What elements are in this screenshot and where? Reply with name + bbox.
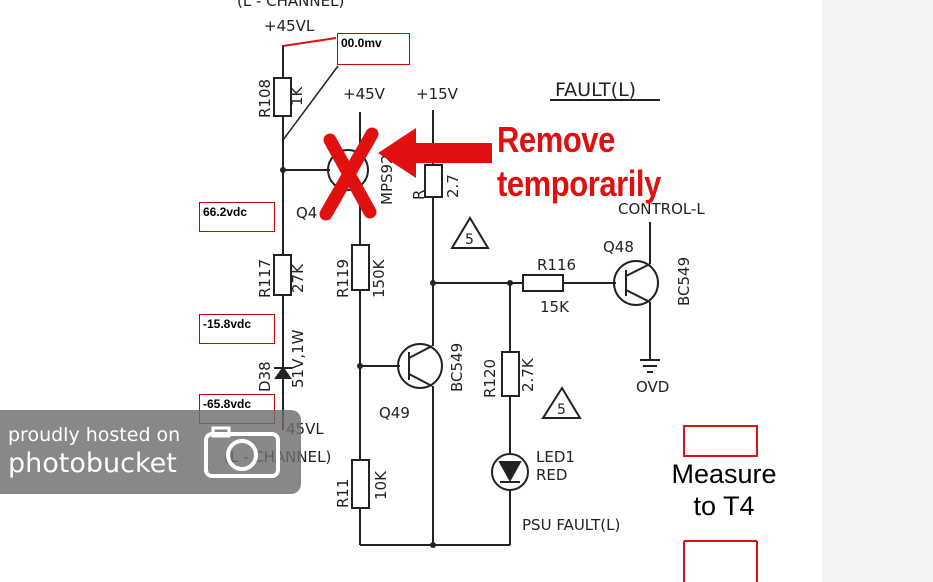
photobucket-watermark[interactable]: proudly hosted on photobucket	[0, 410, 301, 494]
right-margin	[822, 0, 933, 582]
measure-note: Measure to T4	[664, 458, 784, 522]
note-5-lower: 5	[557, 402, 566, 418]
r11x-label: R11	[334, 478, 352, 508]
r117-label: R117	[256, 259, 274, 298]
r11x-value: 10K	[372, 470, 390, 500]
top-channel-label: (L - CHANNEL)	[237, 0, 344, 10]
d38-value: 51V,1W	[289, 329, 307, 388]
q-top-label: Q4	[296, 204, 317, 222]
r119-value: 150K	[370, 258, 388, 298]
remove-line1: Remove	[497, 119, 615, 160]
supply-45v-label: +45V	[343, 85, 386, 103]
remove-x-mark	[319, 127, 379, 221]
supply-45vl-label: +45VL	[264, 17, 315, 35]
watermark-line1: proudly hosted on	[8, 424, 181, 446]
q48-label: Q48	[603, 238, 634, 256]
watermark-line2: photobucket	[8, 448, 177, 479]
remove-arrow	[378, 128, 492, 178]
q49-part-label: BC549	[448, 343, 466, 392]
fault-label: FAULT(L)	[555, 79, 636, 101]
r-top-label: R	[410, 190, 428, 200]
r120-label: R120	[481, 359, 499, 398]
q-top-part-label: MPS92	[378, 154, 396, 205]
q48-part-label: BC549	[675, 257, 693, 306]
voltage-zener-text: -15.8vdc	[203, 317, 252, 331]
voltage-top-text: 00.0mv	[341, 36, 382, 50]
led-color-label: RED	[536, 466, 567, 484]
led-label: LED1	[536, 448, 575, 466]
d38-label: D38	[256, 361, 274, 392]
voltage-q-text: 66.2vdc	[203, 205, 248, 219]
r108-value: 1K	[288, 85, 306, 106]
r120-value: 2.7K	[519, 357, 537, 392]
r108-label: R108	[256, 79, 274, 118]
voltage-box-top: 00.0mv	[337, 33, 410, 65]
supply-15v-label: +15V	[416, 85, 459, 103]
voltage-bottom-text: -65.8vdc	[203, 397, 252, 411]
voltage-box-zener: -15.8vdc	[199, 314, 275, 344]
r-top-value: 2.7	[444, 174, 462, 198]
psu-fault-label: PSU FAULT(L)	[522, 516, 620, 534]
control-label: CONTROL-L	[618, 200, 705, 218]
r117-value: 27K	[289, 263, 307, 293]
r119-label: R119	[334, 259, 352, 298]
voltage-box-q: 66.2vdc	[199, 202, 275, 232]
measure-line1: Measure	[671, 459, 777, 489]
r116-value: 15K	[540, 298, 570, 316]
measure-box-top	[683, 425, 758, 457]
camera-icon	[204, 426, 280, 478]
remove-line2: temporarily	[497, 163, 661, 204]
ovd-label: OVD	[636, 378, 669, 396]
r116-label: R116	[537, 256, 576, 274]
note-5-upper: 5	[465, 232, 474, 248]
remove-temporarily-note: Remove temporarily	[497, 118, 661, 206]
q49-label: Q49	[379, 404, 410, 422]
measure-line2: to T4	[693, 491, 755, 521]
